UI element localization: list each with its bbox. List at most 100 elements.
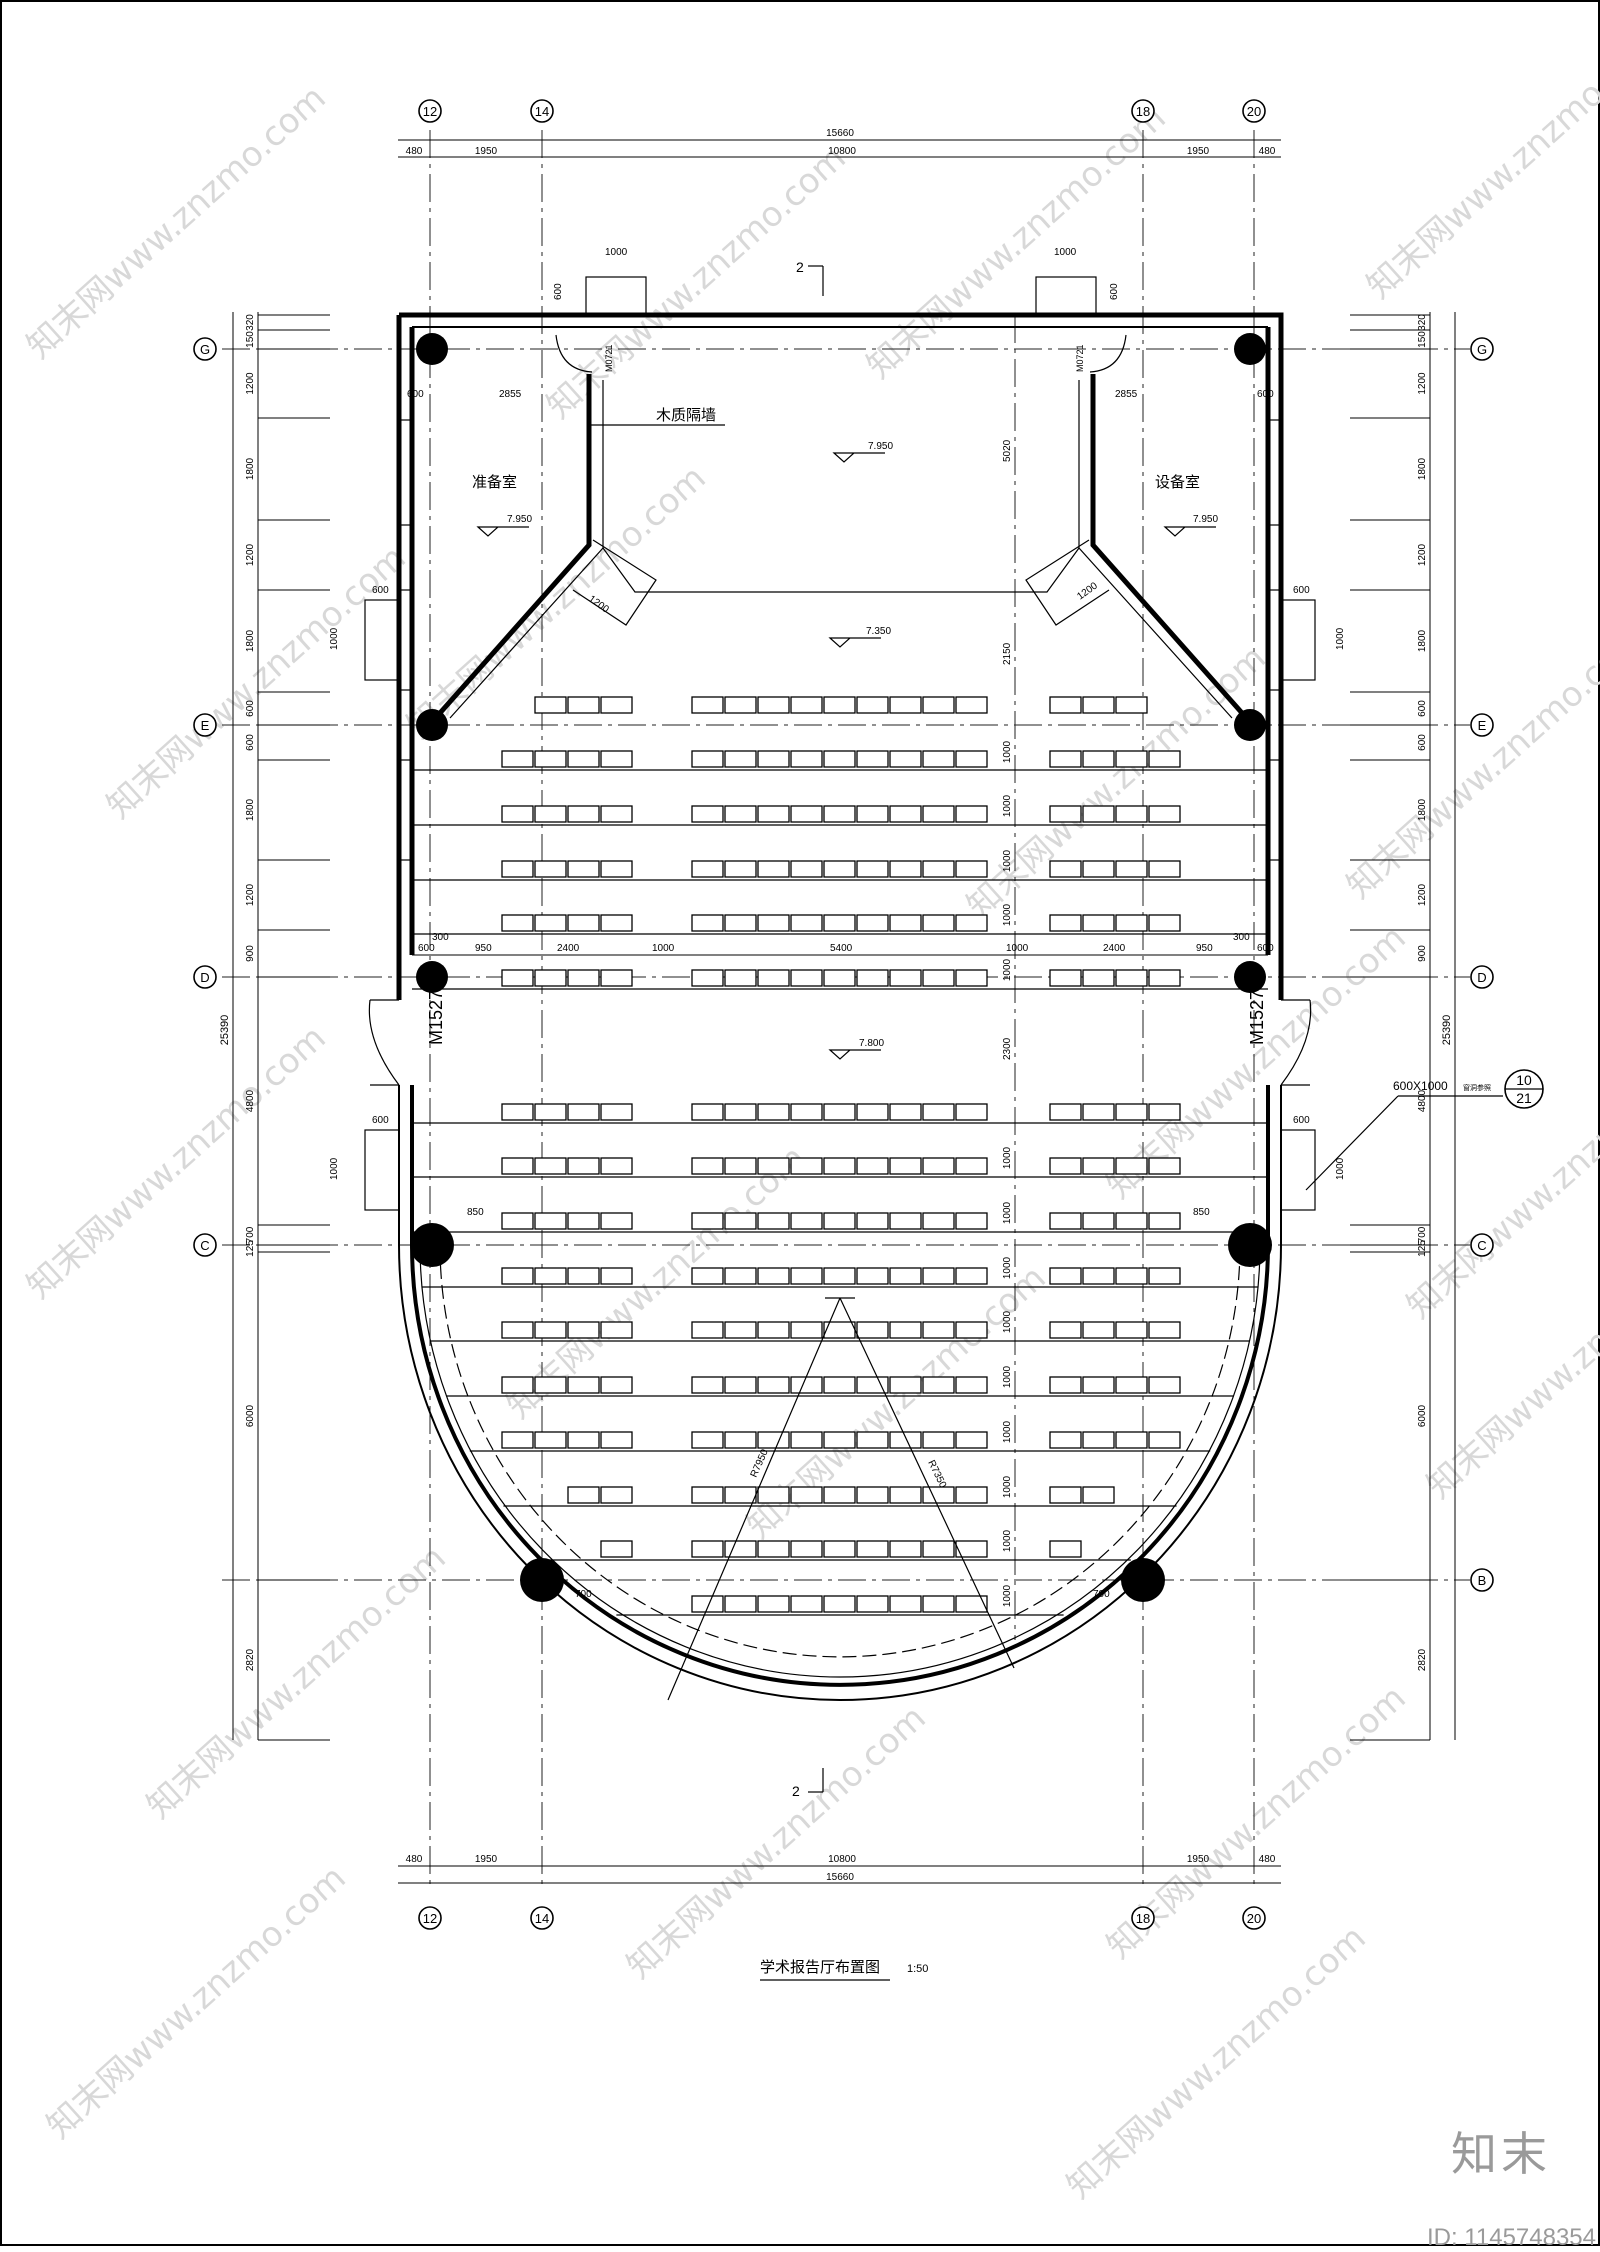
- small-door-tag-right: M0721: [1075, 344, 1085, 372]
- seat: [856, 750, 889, 768]
- dim-right-seg: 1800: [1417, 629, 1428, 652]
- dim-wall-left: 600: [407, 389, 424, 400]
- axis-bubble-c-right: [1470, 1233, 1494, 1257]
- seat: [691, 805, 724, 823]
- axis-label-b-right: B: [1478, 1573, 1487, 1588]
- dim-left-seg: 150: [245, 331, 256, 348]
- seat: [757, 1212, 790, 1230]
- dim-row-spacing: 1000: [1002, 1146, 1013, 1169]
- dim-top-seg-1: 480: [406, 146, 423, 157]
- seat: [600, 914, 633, 932]
- seat: [955, 1486, 988, 1504]
- seat: [922, 750, 955, 768]
- seat: [1049, 969, 1082, 987]
- axis-label-e-left: E: [201, 718, 210, 733]
- dim-left-seg: 6000: [245, 1404, 256, 1427]
- seat: [856, 1157, 889, 1175]
- watermark-text: 知末网www.znzmo.com: [99, 538, 413, 827]
- seat: [823, 1103, 856, 1121]
- seat: [1148, 969, 1181, 987]
- seat: [922, 1103, 955, 1121]
- seat: [691, 1595, 724, 1613]
- dim-window-width-right: 600: [1293, 585, 1310, 596]
- dim-mid-aisle: 2300: [1002, 1037, 1013, 1060]
- seat: [1082, 914, 1115, 932]
- seat: [955, 1595, 988, 1613]
- seat: [1115, 1267, 1148, 1285]
- seat: [856, 696, 889, 714]
- seat: [889, 1267, 922, 1285]
- dim-row-spacing: 1000: [1002, 1365, 1013, 1388]
- watermark-text: 知末网www.znzmo.com: [39, 1858, 353, 2147]
- seat: [823, 805, 856, 823]
- seat: [1049, 1321, 1082, 1339]
- dim-left-seg: 2820: [245, 1648, 256, 1671]
- seat: [724, 750, 757, 768]
- seat: [691, 1157, 724, 1175]
- seat: [567, 750, 600, 768]
- detail-ref-top: 10: [1516, 1072, 1532, 1088]
- watermark-text: 知末网www.znzmo.com: [19, 1018, 333, 1307]
- seat: [790, 1103, 823, 1121]
- seat: [1148, 1321, 1181, 1339]
- seat: [600, 1321, 633, 1339]
- seat: [600, 1376, 633, 1394]
- axis-bubble-18-top: [1131, 99, 1155, 123]
- dim-top-seg-4: 1950: [1187, 146, 1210, 157]
- drawing-title-block: 学术报告厅布置图 1:50: [760, 1958, 928, 1981]
- seat: [790, 860, 823, 878]
- seat: [567, 860, 600, 878]
- seat: [1082, 1486, 1115, 1504]
- dim-left-seg: 125: [245, 1240, 256, 1257]
- axis-bubble-b-right: [1470, 1568, 1494, 1592]
- seat: [922, 1267, 955, 1285]
- seat: [567, 1431, 600, 1449]
- seat: [534, 969, 567, 987]
- seat: [823, 1595, 856, 1613]
- seat: [1115, 1212, 1148, 1230]
- seat: [955, 1376, 988, 1394]
- dim-door-right: 1000: [1054, 247, 1077, 258]
- dim-row-spacing: 1000: [1002, 1201, 1013, 1224]
- seat: [1115, 914, 1148, 932]
- dim-left-seg: 4800: [245, 1089, 256, 1112]
- seat: [1148, 860, 1181, 878]
- seat: [922, 1595, 955, 1613]
- seat: [1082, 1376, 1115, 1394]
- radius-label-a: R7950: [749, 1447, 771, 1479]
- seat: [1115, 1376, 1148, 1394]
- axis-bubble-14-top: [530, 99, 554, 123]
- brand-logo: 知末: [1451, 2127, 1551, 2181]
- seat: [1115, 696, 1148, 714]
- seat: [691, 914, 724, 932]
- seat: [955, 914, 988, 932]
- dim-side-gap-right: 850: [1193, 1207, 1210, 1218]
- seat: [757, 805, 790, 823]
- watermark-text: 知末网www.znzmo.com: [959, 638, 1273, 927]
- seat: [856, 1376, 889, 1394]
- seat: [1148, 1157, 1181, 1175]
- dim-room-left: 2855: [499, 389, 522, 400]
- seat: [1082, 805, 1115, 823]
- row-spacing-dimensions: 1000100010001000100010001000100010001000…: [1002, 740, 1013, 1607]
- seat: [501, 914, 534, 932]
- seat: [691, 860, 724, 878]
- axis-bubble-e-right: [1470, 713, 1494, 737]
- seat: [955, 1212, 988, 1230]
- dim-right-seg: 320: [1417, 314, 1428, 331]
- section-marks: 2 2: [792, 259, 824, 1799]
- door-tag-left: M1527: [426, 990, 446, 1045]
- axis-bubble-14-bottom: [530, 1906, 554, 1930]
- seat: [889, 914, 922, 932]
- seat: [1115, 1431, 1148, 1449]
- seat: [600, 1486, 633, 1504]
- seat: [691, 1212, 724, 1230]
- seat: [567, 1321, 600, 1339]
- dim-right-seg: 125: [1417, 1240, 1428, 1257]
- seat: [1049, 1103, 1082, 1121]
- seat: [691, 1376, 724, 1394]
- dim-window-width-right-2: 600: [1293, 1115, 1310, 1126]
- seat: [823, 914, 856, 932]
- seat: [1148, 805, 1181, 823]
- column: [416, 709, 448, 741]
